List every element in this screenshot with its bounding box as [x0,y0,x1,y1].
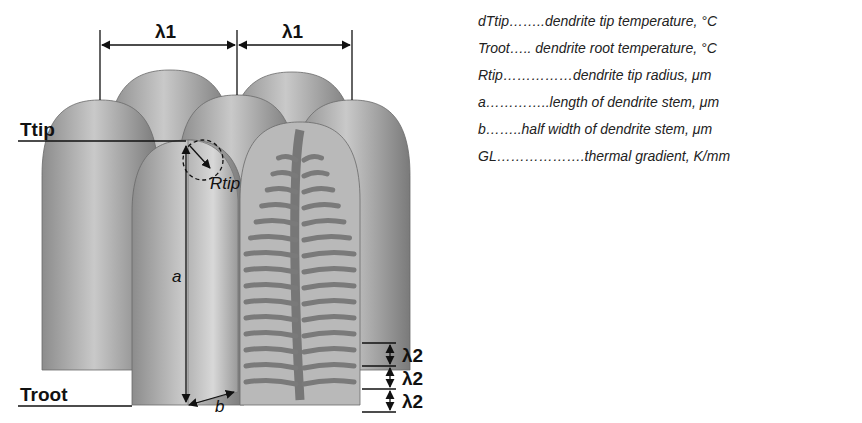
dimension-label: a [172,268,181,285]
dimension-label: λ2 [402,346,423,365]
legend-text: GL……………….thermal gradient, K/mm [478,149,730,163]
secondary-arm [256,220,296,224]
secondary-arm [304,188,333,192]
dendrite-trunk [295,130,300,400]
legend-text: b……..half width of dendrite stem, μm [478,122,712,136]
secondary-arm [262,204,296,208]
dimension-label: λ2 [402,392,423,411]
secondary-arm [304,300,354,304]
secondary-arm [304,332,354,336]
secondary-arm [304,380,354,384]
secondary-arm [246,284,296,288]
secondary-arm [273,172,296,176]
secondary-arm [304,284,354,288]
secondary-arm [246,348,296,352]
dimension-label: λ1 [155,22,176,41]
secondary-arm [246,380,296,384]
secondary-arm [304,316,354,320]
secondary-arm [246,316,296,320]
secondary-arm [304,172,327,176]
secondary-arm [267,188,296,192]
dimension-label: Troot [20,385,68,404]
secondary-arm [304,348,354,352]
secondary-arm [304,268,354,272]
dimension-label: Rtip [210,175,240,192]
secondary-arm [304,236,350,240]
secondary-arm [246,364,296,368]
dimension-label: Ttip [20,120,55,139]
dimension-label: λ2 [402,369,423,388]
legend-text: a…………..length of dendrite stem, μm [478,95,719,109]
secondary-arm [246,332,296,336]
cut-dendrite [132,140,244,405]
secondary-arm [246,252,296,256]
secondary-arm [304,220,344,224]
secondary-arm [304,204,338,208]
legend-text: Troot….. dendrite root temperature, °C [478,41,717,55]
secondary-arm [279,156,297,160]
legend-text: Rtip……………dendrite tip radius, μm [478,68,711,82]
secondary-arm [251,236,297,240]
dendrite-with-arms [240,122,360,405]
secondary-arm [304,252,354,256]
legend-text: dTtip……..dendrite tip temperature, °C [478,14,717,28]
secondary-arm [246,268,296,272]
dimension-label: b [215,398,224,415]
dimension-label: λ1 [282,22,303,41]
secondary-arm [304,364,354,368]
secondary-arm [304,156,322,160]
secondary-arm [246,300,296,304]
